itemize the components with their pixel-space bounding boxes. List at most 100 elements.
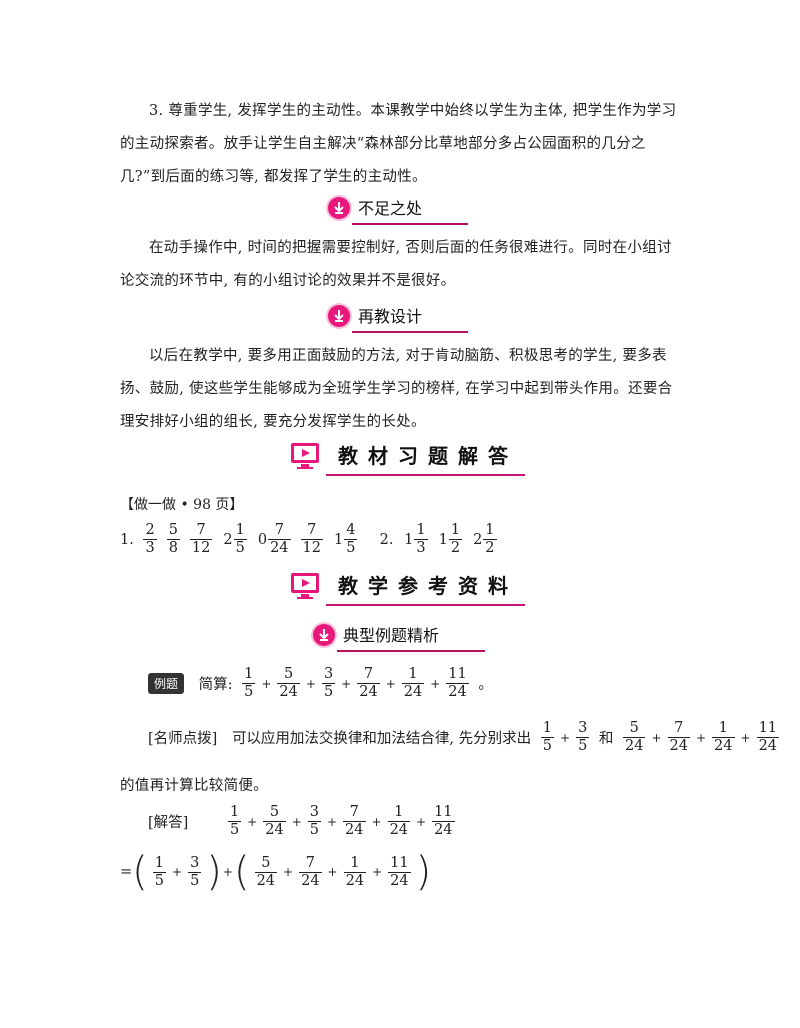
heading-rule [352, 331, 468, 333]
numerator: 1 [540, 720, 554, 738]
heading-rule [326, 474, 525, 476]
denominator: 3 [416, 540, 426, 556]
down-arrow-circle-icon [328, 305, 350, 327]
numerator: 1 [401, 666, 425, 684]
numerator: 3 [321, 666, 336, 684]
plus-sign: + [740, 730, 751, 745]
denominator: 5 [346, 540, 356, 556]
heading-examples: 典型例题精析 [313, 622, 485, 652]
denominator: 24 [390, 872, 409, 889]
monitor-icon [291, 573, 319, 599]
denominator: 5 [578, 738, 588, 754]
numerator: 5 [166, 522, 180, 540]
numerator: 2 [143, 522, 157, 540]
section-title: 教学参考资料 [338, 574, 518, 598]
denominator: 24 [434, 822, 453, 838]
tip-continuation: 的值再计算比较简便。 [120, 778, 268, 794]
numerator: 7 [299, 855, 322, 873]
numerator: 1 [387, 804, 411, 822]
numerator: 1 [712, 720, 735, 738]
solution-label: [解答] [148, 815, 189, 831]
heading-shortcomings: 不足之处 [328, 195, 468, 225]
mixed-whole: 2 [223, 531, 233, 548]
numerator: 11 [432, 804, 455, 822]
numerator: 3 [188, 854, 202, 873]
monitor-icon [291, 443, 319, 469]
denominator: 24 [403, 684, 423, 700]
down-arrow-circle-icon [328, 197, 350, 219]
denominator: 2 [485, 540, 495, 556]
denominator: 5 [154, 872, 164, 889]
numerator: 5 [263, 804, 286, 822]
section-title: 教材习题解答 [338, 444, 518, 468]
plus-sign: + [291, 814, 302, 829]
heading-rule [337, 650, 485, 652]
numerator: 1 [233, 522, 247, 540]
numerator: 7 [667, 720, 690, 738]
plus-sign: + [305, 676, 316, 691]
tip-label: [名师点拨] [148, 731, 218, 747]
numerator: 1 [483, 522, 497, 540]
denominator: 5 [244, 684, 254, 700]
numerator: 1 [414, 522, 428, 540]
numerator: 1 [242, 666, 256, 684]
section-title: 再教设计 [358, 307, 423, 326]
plus-sign: + [247, 814, 258, 829]
heading-references: 教学参考资料 [290, 570, 525, 606]
plus-sign: + [416, 814, 427, 829]
mixed-whole: 1 [404, 531, 414, 548]
numerator: 1 [343, 855, 367, 873]
numerator: 3 [307, 804, 321, 822]
denominator: 24 [345, 872, 365, 889]
denominator: 5 [542, 738, 552, 754]
denominator: 3 [145, 540, 155, 556]
plus-sign: + [385, 676, 396, 691]
denominator: 24 [265, 822, 284, 838]
heading-redesign: 再教设计 [328, 303, 468, 333]
numerator: 3 [576, 720, 590, 738]
denominator: 24 [270, 540, 289, 556]
numerator: 11 [446, 666, 469, 684]
numerator: 11 [756, 720, 780, 738]
denominator: 12 [191, 540, 211, 556]
denominator: 24 [669, 738, 688, 754]
denominator: 5 [190, 872, 200, 889]
heading-rule [352, 223, 468, 225]
plus-sign: + [560, 730, 571, 745]
exercise-label: 【做一做 • 98 页】 [120, 497, 244, 513]
shortcomings-paragraph: 在动手操作中, 时间的把握需要控制好, 否则后面的任务很难进行。同时在小组讨论交… [120, 240, 672, 289]
denominator: 8 [168, 540, 178, 556]
numerator: 7 [189, 522, 213, 540]
plus-sign: + [371, 814, 382, 829]
numerator: 7 [300, 522, 323, 540]
numerator: 7 [357, 666, 380, 684]
